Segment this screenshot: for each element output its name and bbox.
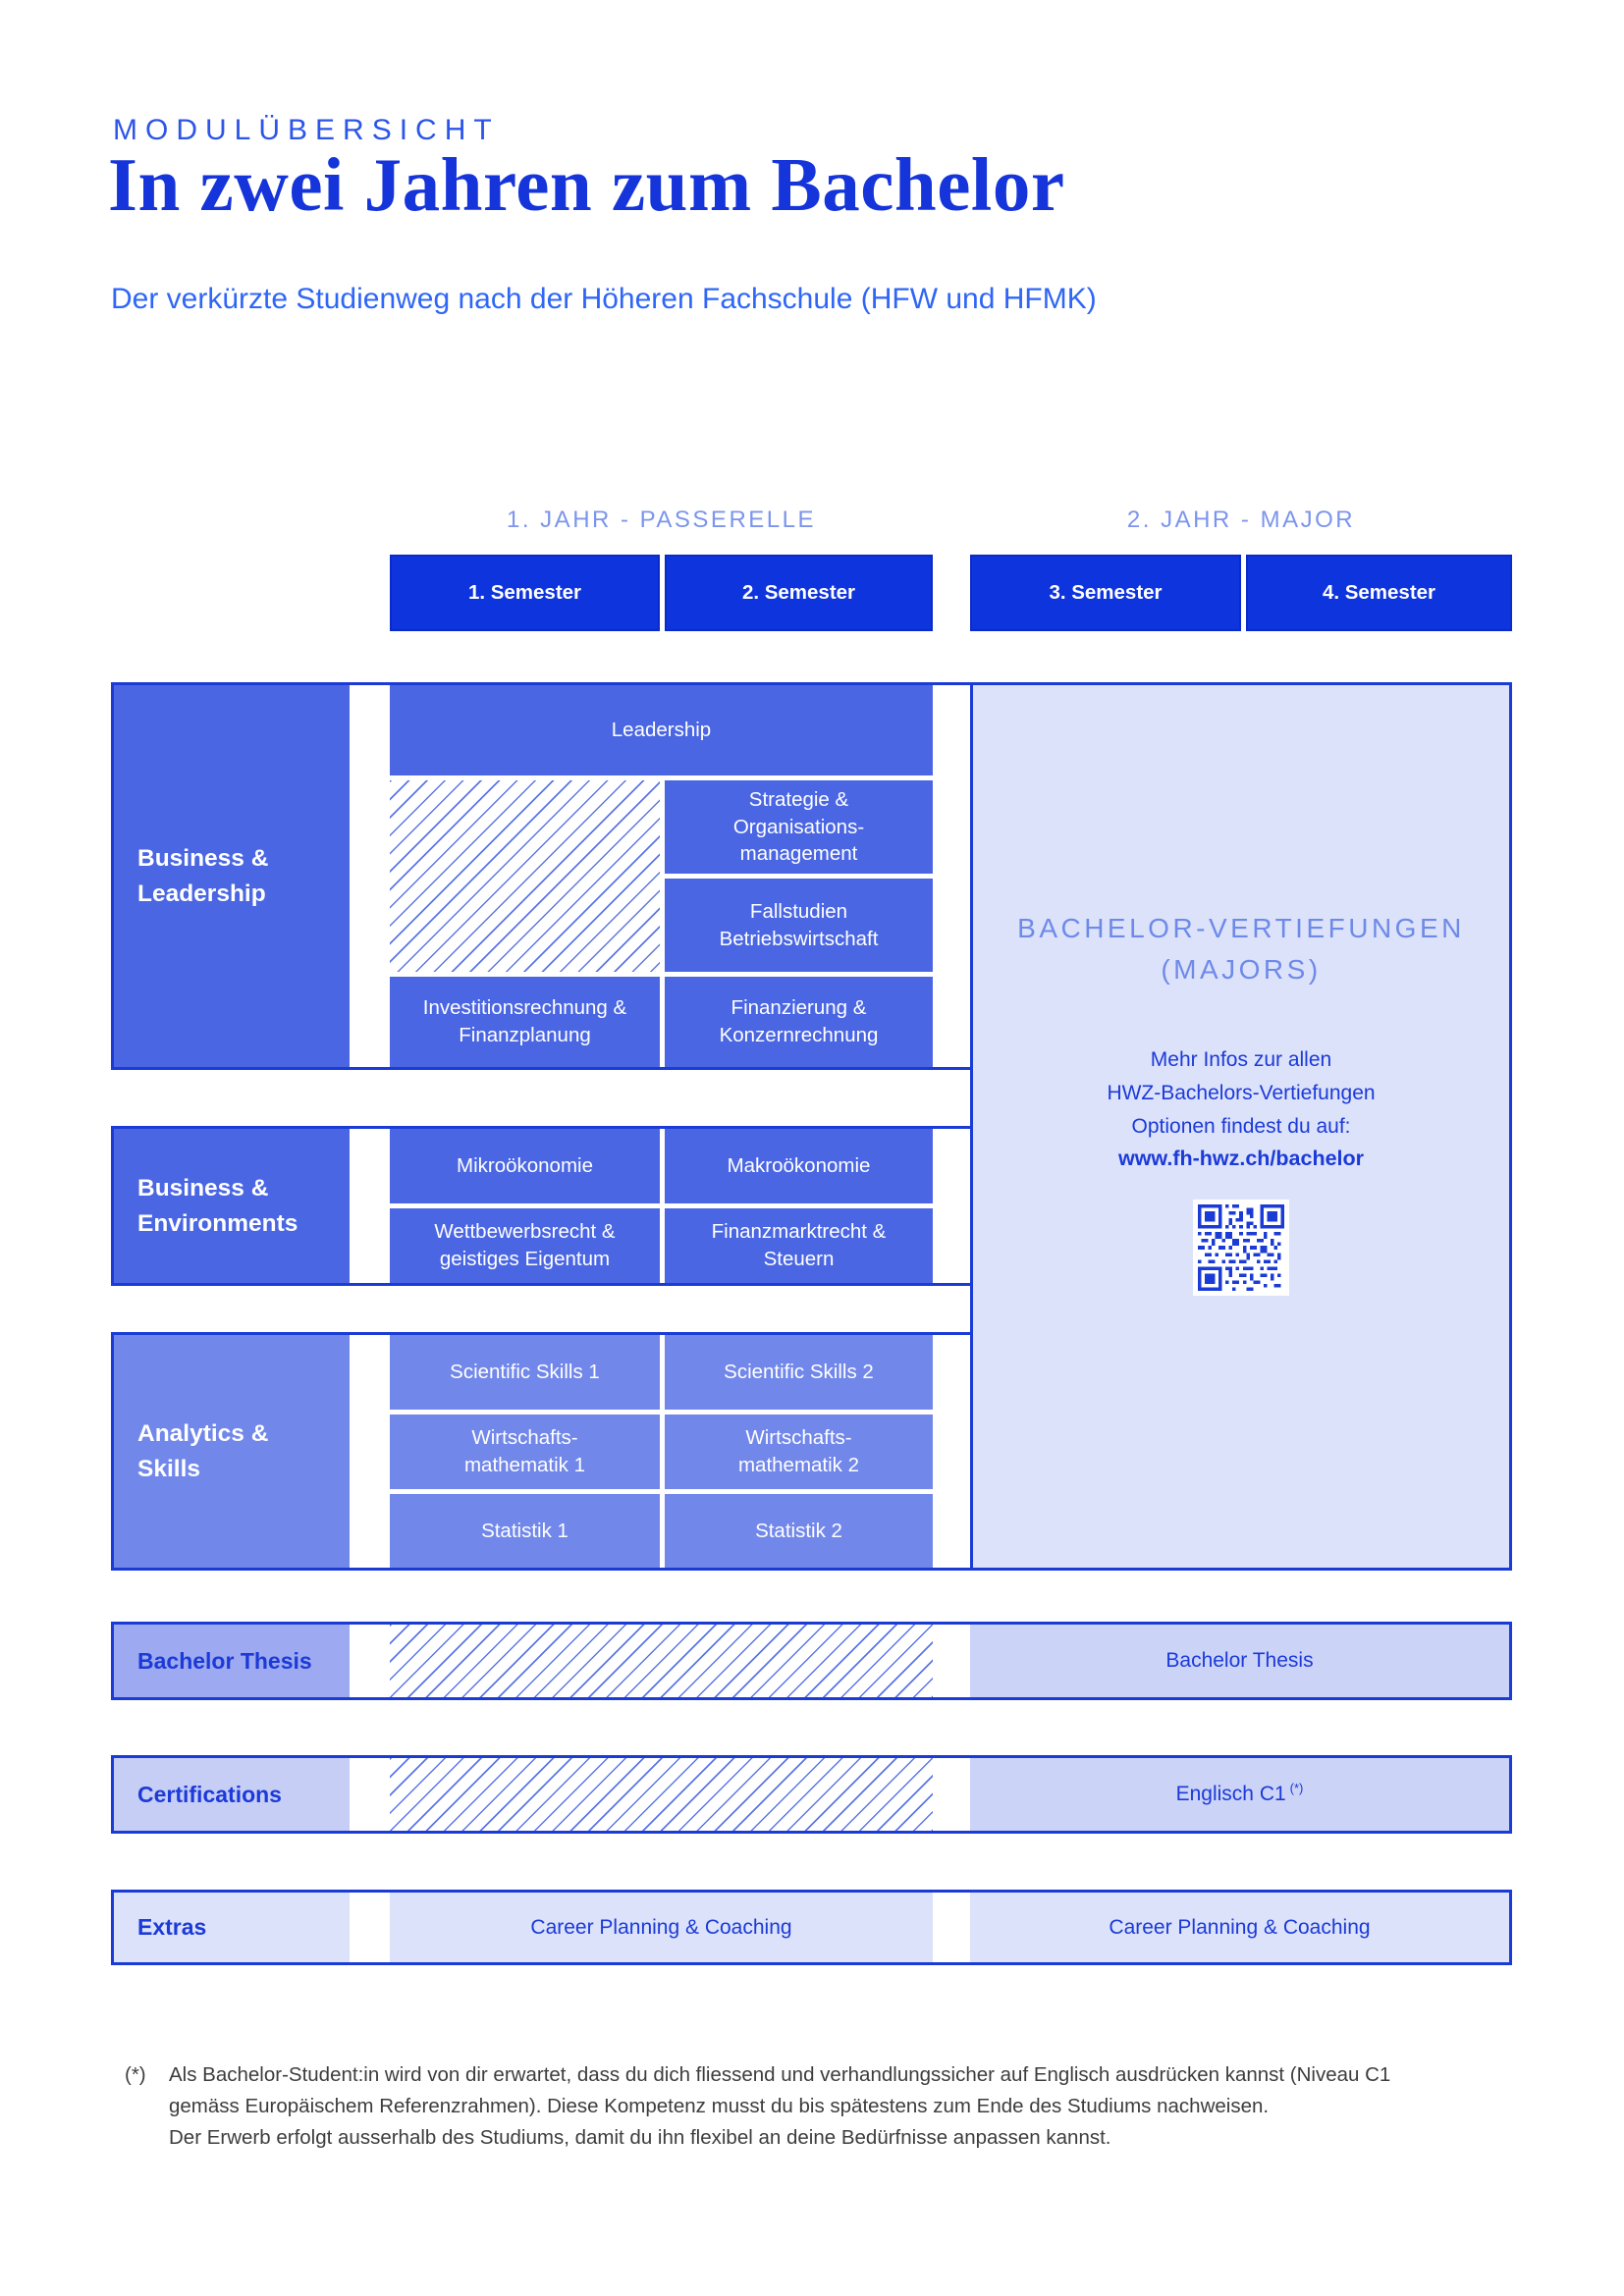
qr-code-image	[1193, 1200, 1289, 1296]
section-label-business-leadership: Business & Leadership	[114, 685, 350, 1067]
majors-panel-url-link[interactable]: www.fh-hwz.ch/bachelor	[1117, 1147, 1365, 1170]
row-label-bachelor-thesis: Bachelor Thesis	[114, 1625, 350, 1697]
module-scientific-skills-2: Scientific Skills 2	[665, 1335, 933, 1410]
module-wirtschaftsmathematik-2: Wirtschafts- mathematik 2	[665, 1415, 933, 1489]
module-scientific-skills-1: Scientific Skills 1	[390, 1335, 660, 1410]
footnote: (*) Als Bachelor-Student:in wird von dir…	[125, 2059, 1509, 2153]
module-fallstudien-betriebswirtschaft: Fallstudien Betriebswirtschaft	[665, 879, 933, 972]
section-label-analytics-skills: Analytics & Skills	[114, 1335, 350, 1568]
module-mikrooekonomie: Mikroökonomie	[390, 1129, 660, 1203]
row-bachelor-thesis: Bachelor Thesis Bachelor Thesis	[111, 1622, 1512, 1700]
module-leadership: Leadership	[390, 685, 933, 775]
footnote-reference: (*)	[1289, 1780, 1304, 1795]
certifications-value: Englisch C1 (*)	[970, 1758, 1509, 1831]
module-strategie-organisationsmanagement: Strategie & Organisations- management	[665, 780, 933, 874]
module-makrooekonomie: Makroökonomie	[665, 1129, 933, 1203]
module-statistik-2: Statistik 2	[665, 1494, 933, 1568]
module-finanzierung-konzernrechnung: Finanzierung & Konzernrechnung	[665, 977, 933, 1067]
module-statistik-1: Statistik 1	[390, 1494, 660, 1568]
hatch-area-business-leadership	[390, 780, 660, 972]
bachelor-thesis-value: Bachelor Thesis	[970, 1625, 1509, 1697]
semester-2-header: 2. Semester	[665, 555, 933, 631]
semester-1-header: 1. Semester	[390, 555, 660, 631]
module-wirtschaftsmathematik-1: Wirtschafts- mathematik 1	[390, 1415, 660, 1489]
career-planning-year2: Career Planning & Coaching	[970, 1893, 1509, 1962]
row-label-extras: Extras	[114, 1893, 350, 1962]
footnote-text: Als Bachelor-Student:in wird von dir erw…	[169, 2063, 1391, 2149]
page-eyebrow: MODULÜBERSICHT	[113, 114, 500, 146]
section-label-business-environments: Business & Environments	[114, 1129, 350, 1283]
page-title: In zwei Jahren zum Bachelor	[108, 142, 1065, 227]
footnote-marker: (*)	[125, 2063, 146, 2086]
row-label-certifications: Certifications	[114, 1758, 350, 1831]
bachelor-thesis-text: Bachelor Thesis	[1165, 1649, 1314, 1672]
majors-panel-info: Mehr Infos zur allen HWZ-Bachelors-Verti…	[1107, 1048, 1376, 1139]
english-c1-text: Englisch C1	[1175, 1783, 1286, 1805]
year1-header: 1. JAHR - PASSERELLE	[507, 507, 816, 533]
hatch-area-bachelor-thesis	[390, 1625, 933, 1697]
module-investitionsrechnung-finanzplanung: Investitionsrechnung & Finanzplanung	[390, 977, 660, 1067]
semester-3-header: 3. Semester	[970, 555, 1241, 631]
page-subtitle: Der verkürzte Studienweg nach der Höhere…	[111, 283, 1097, 315]
majors-panel: BACHELOR-VERTIEFUNGEN (MAJORS) Mehr Info…	[970, 682, 1512, 1571]
row-certifications: Certifications Englisch C1 (*)	[111, 1755, 1512, 1834]
year2-header: 2. JAHR - MAJOR	[1126, 507, 1356, 533]
career-planning-year1: Career Planning & Coaching	[390, 1893, 933, 1962]
module-wettbewerbsrecht: Wettbewerbsrecht & geistiges Eigentum	[390, 1208, 660, 1283]
semester-4-header: 4. Semester	[1246, 555, 1512, 631]
hatch-area-certifications	[390, 1758, 933, 1831]
majors-panel-title: BACHELOR-VERTIEFUNGEN (MAJORS)	[1017, 913, 1465, 985]
row-extras: Extras Career Planning & Coaching Career…	[111, 1890, 1512, 1965]
module-finanzmarktrecht-steuern: Finanzmarktrecht & Steuern	[665, 1208, 933, 1283]
